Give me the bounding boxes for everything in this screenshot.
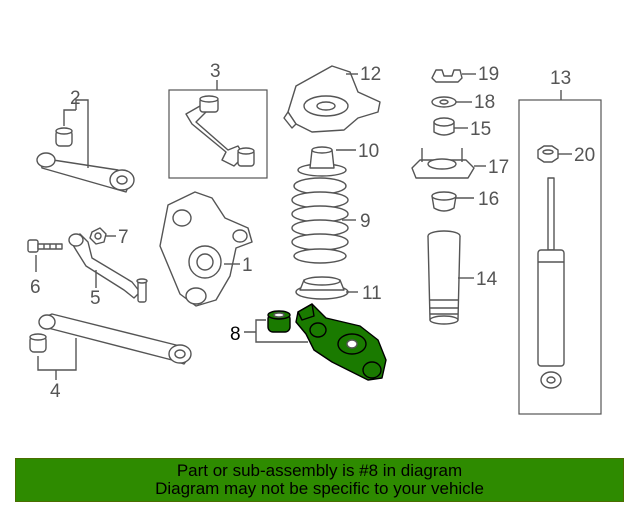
callout-2: 2 [70, 88, 81, 109]
part-8-lower-control-arm [267, 303, 387, 381]
part-4-lower-link [29, 313, 192, 365]
callout-5: 5 [90, 288, 101, 309]
part-5-link [68, 233, 148, 303]
callout-20: 20 [574, 145, 595, 166]
leader-8 [244, 319, 308, 343]
part-10-bump-stop [297, 146, 347, 177]
banner-line-1: Part or sub-assembly is #8 in diagram [176, 461, 463, 480]
part-3-lateral-link [185, 95, 255, 167]
part-15-bushing [433, 117, 455, 136]
part-19-bracket [431, 69, 463, 83]
callout-18: 18 [474, 92, 495, 113]
part-16-dust-seal [431, 191, 457, 212]
part-3-box [168, 89, 268, 179]
part-18-washer [431, 96, 457, 108]
part-11-spring-seat [295, 276, 349, 300]
callout-11: 11 [362, 283, 382, 304]
banner-line-2: Diagram may not be specific to your vehi… [155, 479, 484, 498]
callout-16: 16 [478, 189, 499, 210]
callout-4: 4 [50, 381, 61, 402]
callout-13: 13 [550, 68, 571, 89]
part-7-nut [89, 227, 107, 245]
callout-15: 15 [470, 119, 491, 140]
part-17-strut-mount [411, 148, 475, 179]
callout-10: 10 [358, 141, 379, 162]
callout-14: 14 [476, 269, 498, 290]
callout-17: 17 [488, 157, 509, 178]
callout-6: 6 [30, 277, 41, 298]
part-13-box [518, 99, 602, 415]
part-14-boot [427, 230, 461, 325]
info-banner: Part or sub-assembly is #8 in diagram Di… [15, 458, 624, 502]
callout-3: 3 [210, 61, 221, 82]
part-9-coil-spring [291, 177, 349, 264]
callout-7: 7 [118, 227, 129, 248]
leader-4 [37, 338, 77, 380]
part-12-spring-mount [283, 65, 381, 133]
part-20-nut [537, 145, 559, 163]
part-2-control-link [36, 127, 135, 193]
part-6-bolt [27, 239, 63, 253]
callout-1: 1 [242, 255, 253, 276]
callout-12: 12 [360, 64, 381, 85]
callout-9: 9 [360, 211, 371, 232]
callout-8: 8 [230, 324, 241, 345]
part-1-knuckle [159, 191, 253, 307]
part-13-shock-absorber [537, 177, 565, 389]
leader-2 [63, 99, 89, 168]
callout-19: 19 [478, 64, 499, 85]
